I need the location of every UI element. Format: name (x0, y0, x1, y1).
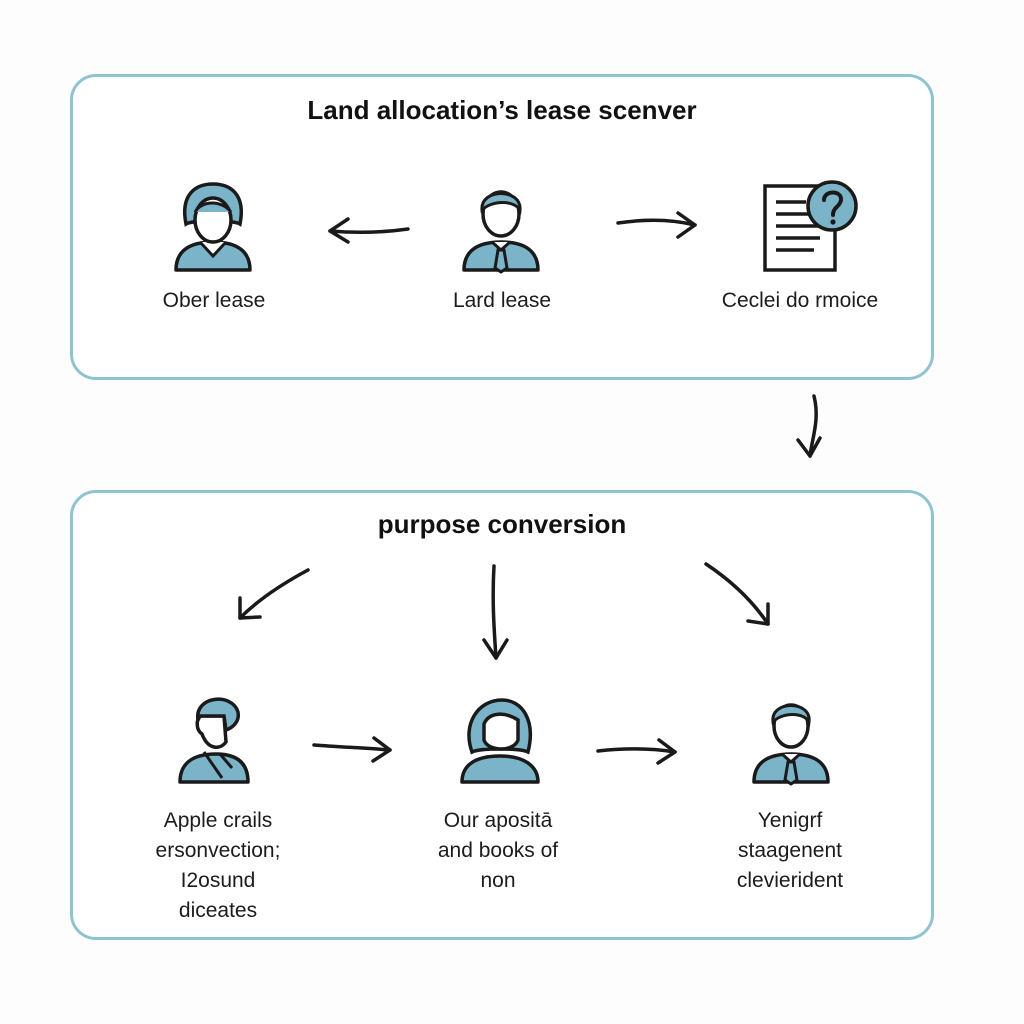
man-user-icon (178, 697, 250, 784)
woman-user-icon (460, 698, 540, 784)
node-label-ceclei-do-rmoice: Ceclei do rmoice (721, 289, 879, 312)
arrow-middle-to-right-head (656, 738, 677, 765)
conversion-panel-title: purpose conversion (377, 509, 627, 539)
arrow-lard-to-ober-head (328, 217, 350, 244)
arrow-middle-to-right (596, 747, 677, 754)
arrow-conversion-to-right (704, 562, 770, 626)
arrow-conversion-to-middle (491, 564, 498, 660)
arrow-left-to-middle (312, 743, 392, 752)
node-label-right: Yenigrf staagenent clevierident (736, 809, 844, 892)
node-label-lard-lease: Lard lease (452, 289, 552, 312)
arrow-left-to-middle-head (371, 736, 392, 763)
woman-user-icon (174, 182, 252, 272)
node-label-middle: Our apositā and books of non (437, 809, 559, 892)
arrow-conversion-to-middle-head (482, 638, 509, 660)
arrow-conversion-to-left (238, 568, 310, 620)
lease-panel-title: Land allocation’s lease scenver (307, 95, 697, 125)
arrow-lard-to-document (616, 218, 697, 227)
arrow-lard-to-ober (328, 227, 410, 235)
node-label-ober-lease: Ober lease (162, 289, 266, 312)
arrow-conversion-to-left-head (238, 596, 262, 620)
man-tie-user-icon (462, 190, 540, 274)
document-question-icon (763, 180, 858, 272)
arrow-lard-to-document-head (676, 211, 697, 239)
node-label-left: Apple crails ersonvection; I2osund dicea… (155, 809, 281, 922)
arrow-top-to-bottom-head (796, 436, 822, 458)
arrow-conversion-to-right-head (746, 602, 770, 626)
man-tie-user-icon (752, 703, 830, 786)
